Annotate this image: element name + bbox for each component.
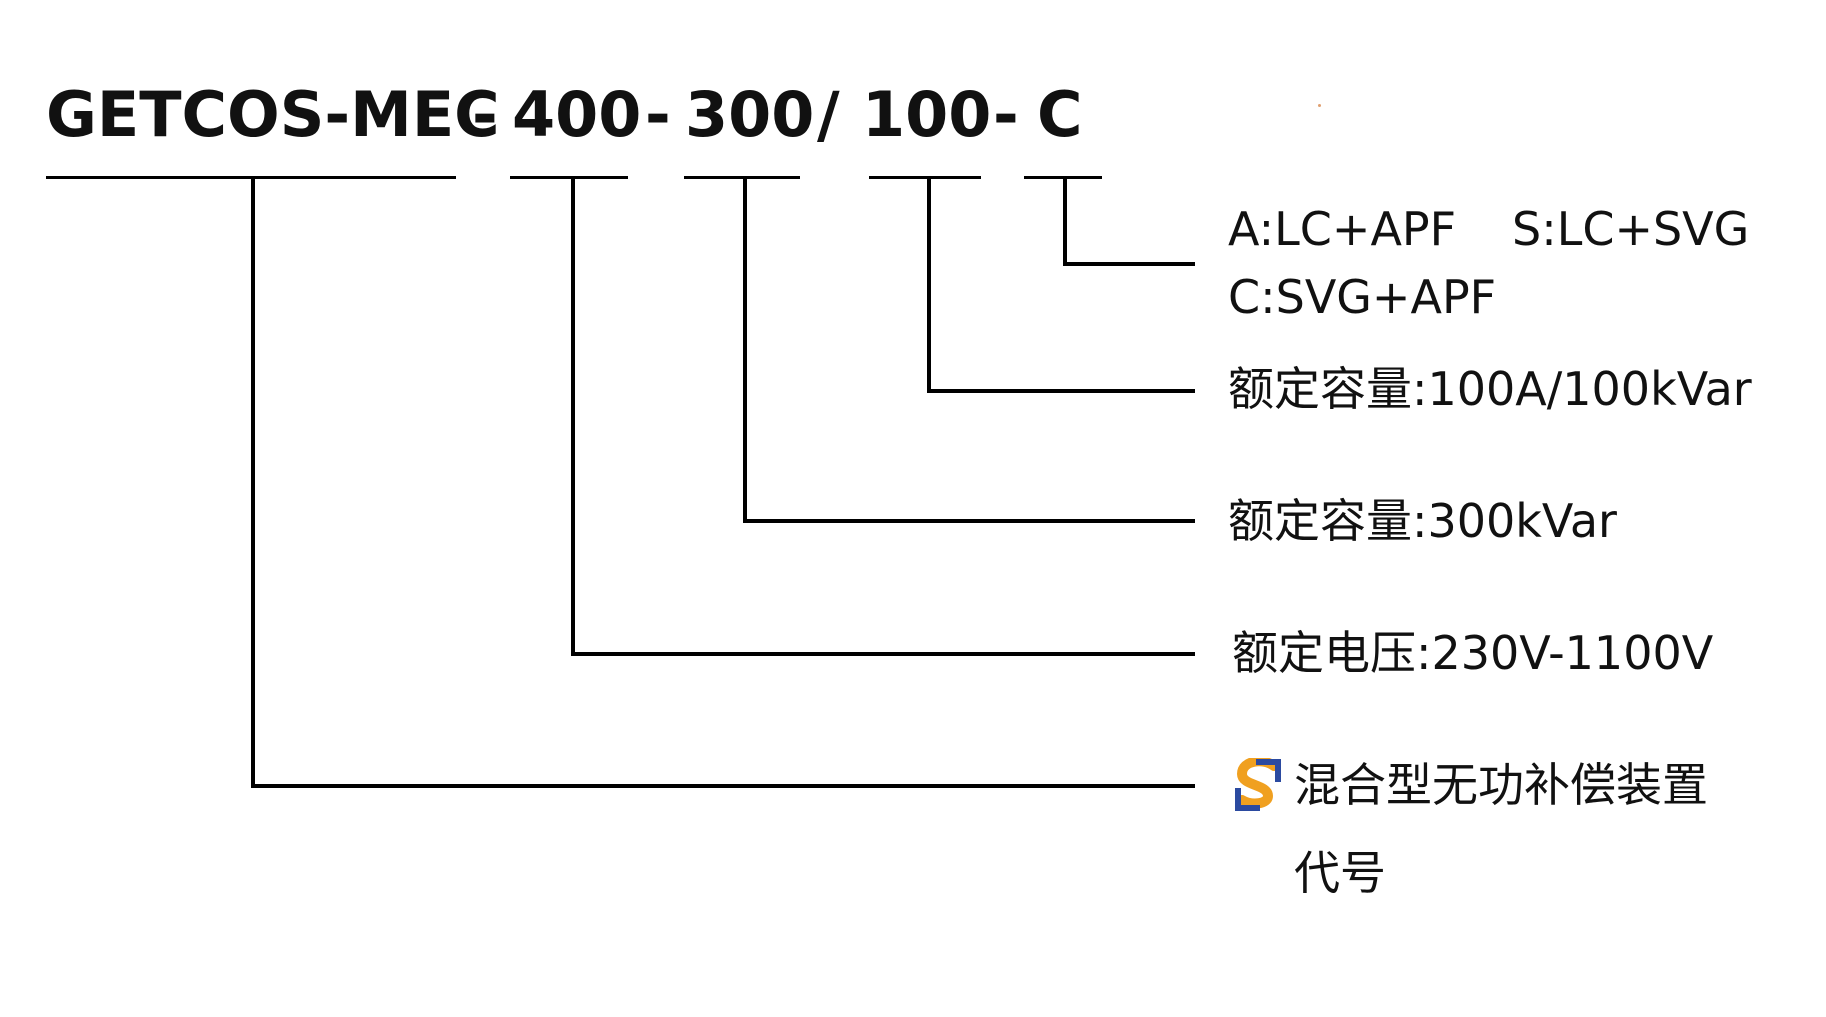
leader-horizontal-current [927,389,1195,393]
code-separator-4: - [993,78,1019,151]
leader-vertical-voltage [571,176,575,656]
type-option-a: A:LC+APF [1228,202,1457,256]
brand-s-logo-icon [1234,756,1282,812]
leader-vertical-current [927,176,931,393]
capacity-label: 额定容量:300kVar [1228,494,1617,548]
code-current: 100 [862,78,992,151]
leader-horizontal-capacity [743,519,1195,523]
code-separator-2: - [645,78,671,151]
underline-current [869,176,981,179]
code-base: GETCOS-MEC [46,78,500,151]
code-capacity: 300 [685,78,815,151]
leader-horizontal-type [1063,262,1195,266]
underline-voltage [510,176,628,179]
type-option-c: C:SVG+APF [1228,270,1497,324]
code-separator-3: / [817,78,840,151]
code-voltage: 400 [512,78,642,151]
leader-vertical-base [251,176,255,788]
leader-vertical-capacity [743,176,747,523]
underline-capacity [684,176,800,179]
voltage-label: 额定电压:230V-1100V [1232,626,1714,680]
leader-horizontal-voltage [571,652,1195,656]
device-code-label: 代号 [1294,846,1386,900]
stray-dot [1318,104,1321,107]
leader-horizontal-base [251,784,1195,788]
device-label: 混合型无功补偿装置 [1294,758,1708,812]
code-separator-1: - [472,78,498,151]
leader-vertical-type [1063,176,1067,266]
type-option-s: S:LC+SVG [1512,202,1750,256]
code-type: C [1037,78,1083,151]
current-capacity-label: 额定容量:100A/100kVar [1228,362,1752,416]
